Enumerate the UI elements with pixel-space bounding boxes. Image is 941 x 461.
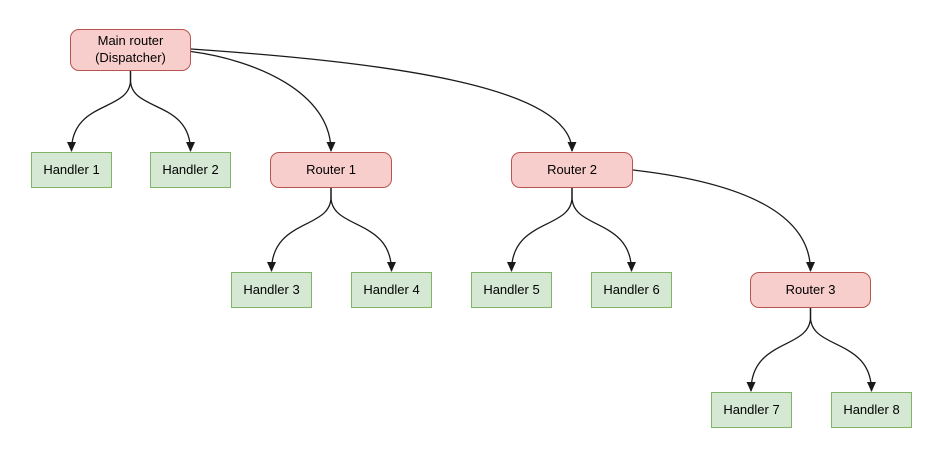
node-handler-3: Handler 3 xyxy=(231,272,312,308)
node-handler-4: Handler 4 xyxy=(351,272,432,308)
edge-main-router-to-router-1 xyxy=(190,50,336,152)
node-handler-6: Handler 6 xyxy=(591,272,672,308)
edge-main-router-to-handler-1 xyxy=(67,71,132,152)
node-handler-1: Handler 1 xyxy=(31,152,112,188)
node-router-1: Router 1 xyxy=(270,152,392,188)
edge-router-1-to-handler-3 xyxy=(267,188,332,272)
edge-router-2-to-router-3 xyxy=(632,169,815,272)
edge-main-router-to-router-2 xyxy=(190,48,577,152)
node-handler-2: Handler 2 xyxy=(150,152,231,188)
node-handler-5: Handler 5 xyxy=(471,272,552,308)
edge-router-1-to-handler-4 xyxy=(330,188,396,272)
edge-router-2-to-handler-5 xyxy=(507,188,573,272)
node-router-2: Router 2 xyxy=(511,152,633,188)
edge-router-2-to-handler-6 xyxy=(571,188,636,272)
edge-router-3-to-handler-7 xyxy=(746,308,812,392)
node-handler-7: Handler 7 xyxy=(711,392,792,428)
node-handler-8: Handler 8 xyxy=(831,392,912,428)
edge-main-router-to-handler-2 xyxy=(129,71,195,152)
node-main-router: Main router (Dispatcher) xyxy=(70,29,191,71)
node-router-3: Router 3 xyxy=(750,272,871,308)
edge-router-3-to-handler-8 xyxy=(809,308,876,392)
